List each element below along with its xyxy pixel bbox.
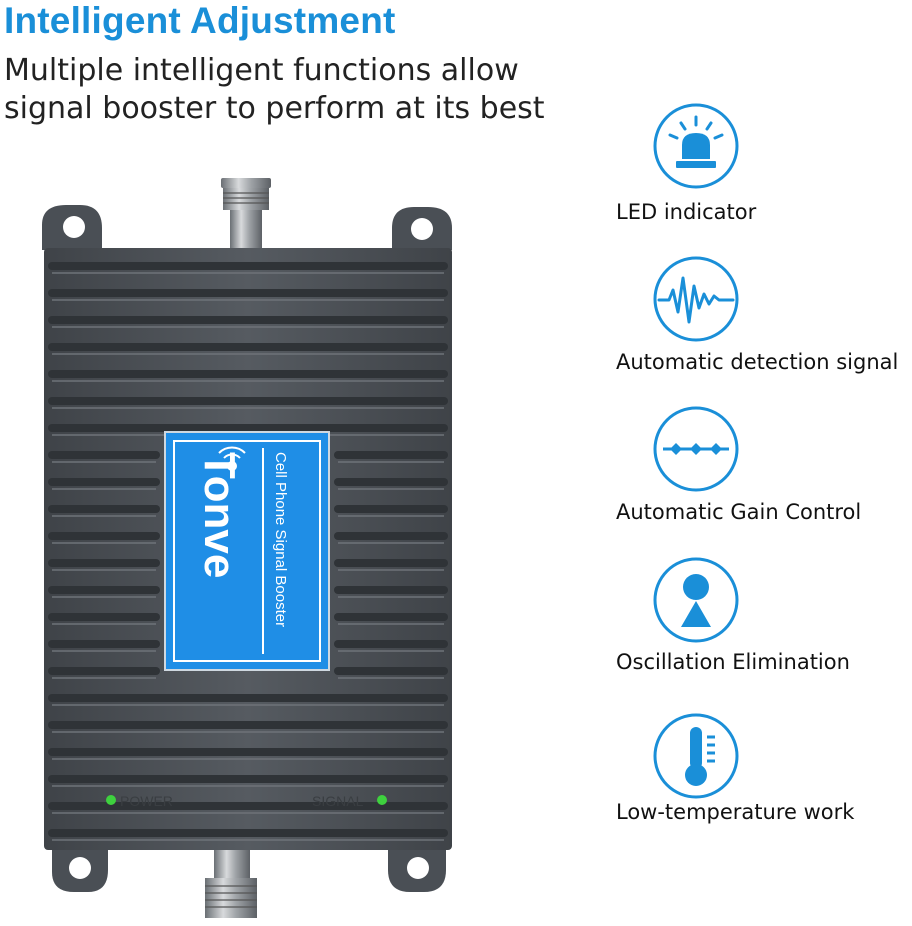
page-subtitle: Multiple intelligent functions allow sig… <box>4 52 564 128</box>
fin-groove <box>48 694 448 702</box>
heat-sink-fins <box>48 262 448 841</box>
fin-groove <box>48 289 448 297</box>
booster-illustration: Tonve Cell Phone Signal Booster POWER SI… <box>42 178 452 918</box>
fin-groove <box>334 667 448 675</box>
bottom-n-connector <box>205 848 257 918</box>
fin-groove <box>334 451 448 459</box>
fin-groove <box>48 721 448 729</box>
mounting-ears <box>42 205 452 892</box>
fin-groove <box>48 613 160 621</box>
signal-wave-icon <box>653 256 739 342</box>
signal-indicator-label: SIGNAL <box>312 793 364 809</box>
power-indicator-label: POWER <box>120 793 173 809</box>
product-label: Tonve Cell Phone Signal Booster <box>164 431 330 671</box>
product-label-text: Cell Phone Signal Booster <box>272 452 289 627</box>
fin-groove <box>48 343 448 351</box>
fin-groove <box>48 451 160 459</box>
signal-booster-device: Tonve Cell Phone Signal Booster POWER SI… <box>42 178 452 918</box>
fin-groove <box>48 370 448 378</box>
subtitle-line-2: signal booster to perform at its best <box>4 91 545 126</box>
fin-groove <box>48 829 448 837</box>
fin-groove <box>48 316 448 324</box>
fin-groove <box>48 262 448 270</box>
brand-name: Tonve <box>195 452 244 578</box>
fin-groove <box>48 640 160 648</box>
thermometer-icon <box>653 713 739 799</box>
oscillation-elimination-icon <box>653 557 739 643</box>
fin-groove <box>334 613 448 621</box>
fin-groove <box>334 532 448 540</box>
feature-label-detection: Automatic detection signal <box>616 350 899 374</box>
feature-label-gain: Automatic Gain Control <box>616 500 862 524</box>
page-title: Intelligent Adjustment <box>4 0 396 41</box>
fin-groove <box>48 802 448 810</box>
fin-groove <box>48 586 160 594</box>
subtitle-line-1: Multiple intelligent functions allow <box>4 53 519 88</box>
fin-groove <box>334 640 448 648</box>
top-n-connector <box>221 178 271 248</box>
led-indicator-icon <box>653 103 739 189</box>
fin-groove <box>48 775 448 783</box>
fin-groove <box>48 748 448 756</box>
fin-groove <box>334 559 448 567</box>
feature-label-oscillation: Oscillation Elimination <box>616 650 850 674</box>
fin-groove <box>48 667 160 675</box>
feature-label-led: LED indicator <box>616 200 757 224</box>
fin-groove <box>334 586 448 594</box>
fin-groove <box>48 532 160 540</box>
fin-groove <box>48 397 448 405</box>
power-indicator: POWER <box>106 793 173 809</box>
fin-groove <box>48 424 448 432</box>
feature-label-temperature: Low-temperature work <box>616 800 855 824</box>
fin-groove <box>48 559 160 567</box>
brand-logo-icon <box>218 446 246 471</box>
gain-control-icon <box>653 406 739 492</box>
fin-groove <box>334 478 448 486</box>
fin-groove <box>48 478 160 486</box>
fin-groove <box>48 505 160 513</box>
fin-groove <box>334 505 448 513</box>
signal-indicator: SIGNAL <box>312 793 387 809</box>
